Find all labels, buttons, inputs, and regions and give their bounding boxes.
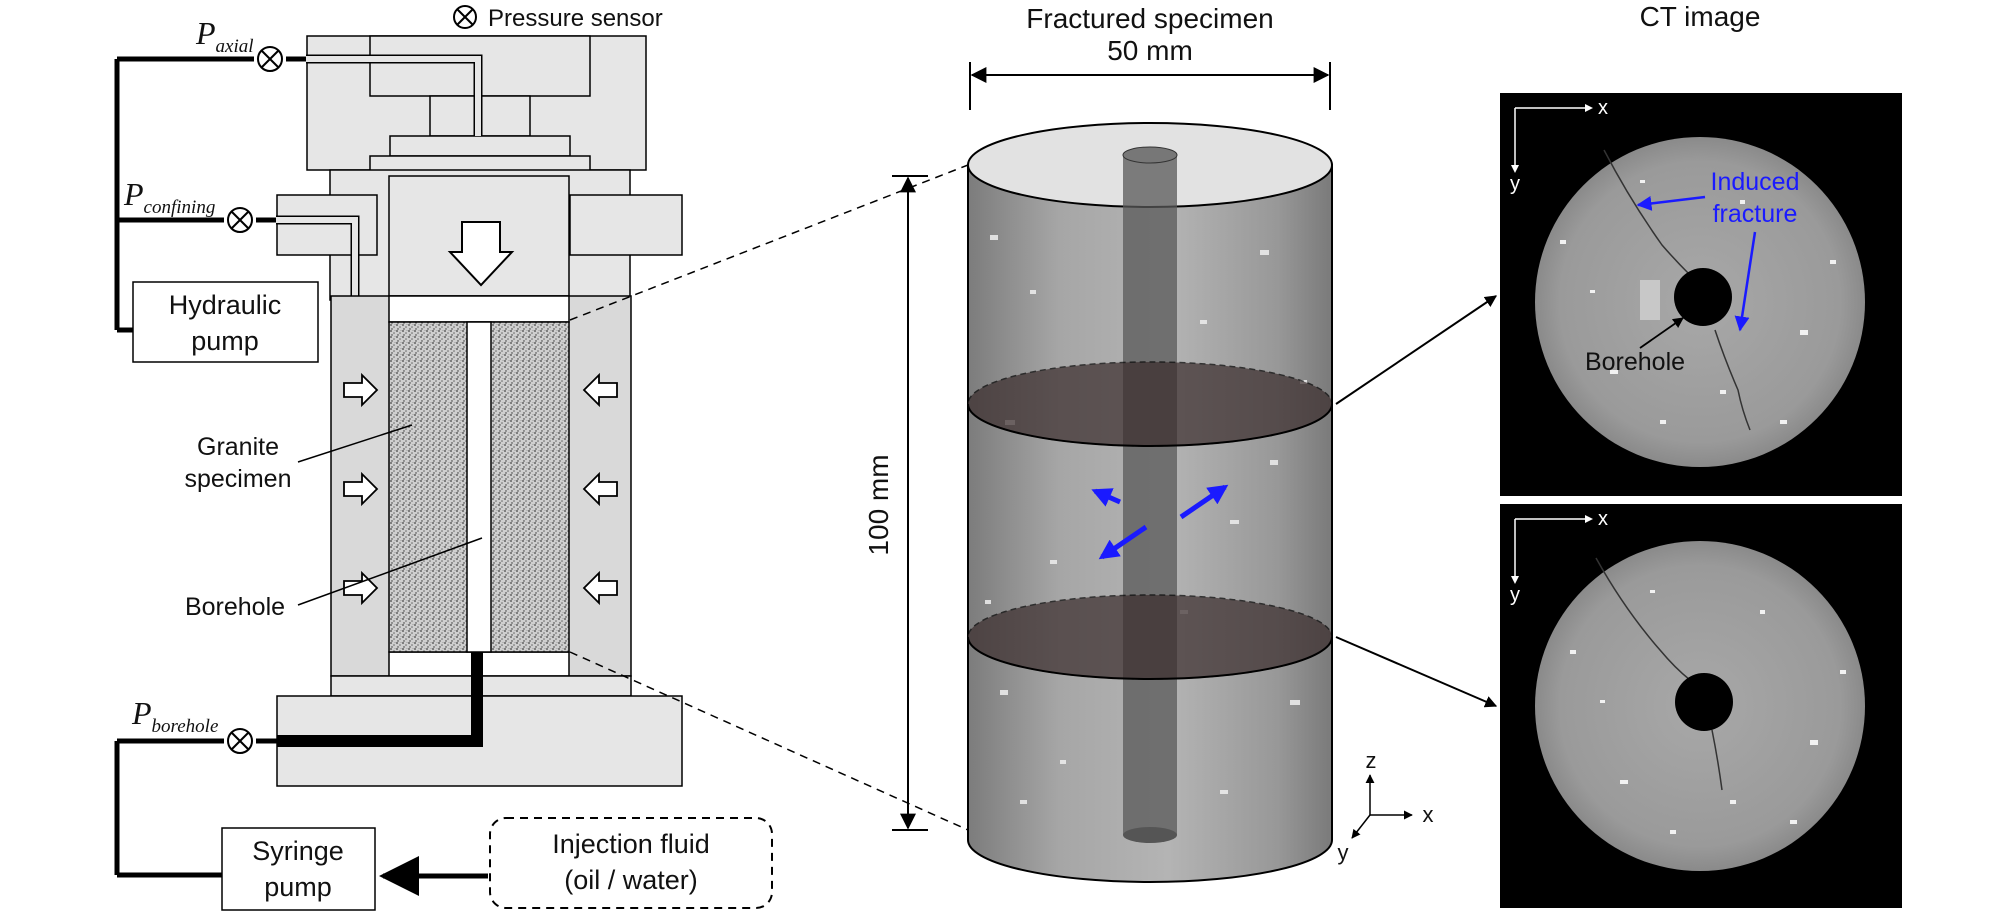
specimen-title: Fractured specimen	[1026, 3, 1273, 34]
syringe-pump-label-2: pump	[264, 872, 332, 902]
ct-borehole-label: Borehole	[1585, 348, 1685, 376]
ct-image-top: x y Induced fracture Borehole	[1500, 93, 1902, 496]
injection-fluid-label-2: (oil / water)	[564, 865, 698, 895]
width-label: 50 mm	[1107, 35, 1193, 66]
svg-text:x: x	[1423, 802, 1434, 827]
pressure-sensor-label: Pressure sensor	[488, 5, 663, 32]
injection-fluid-box	[489, 817, 773, 909]
hydraulic-pump-label-2: pump	[191, 326, 259, 356]
specimen-borehole	[1123, 155, 1177, 835]
svg-text:y: y	[1510, 584, 1520, 606]
apparatus-diagram: Pressure sensor	[114, 5, 969, 911]
specimen-axes: z x y	[1338, 748, 1434, 865]
syringe-pump-label-1: Syringe	[252, 836, 344, 866]
granite-label-1: Granite	[197, 433, 279, 461]
p-borehole-label: Pborehole	[131, 695, 218, 737]
confining-arrows	[343, 372, 618, 606]
fracture-direction-arrows	[1091, 484, 1229, 560]
hydraulic-pump-label-1: Hydraulic	[169, 290, 282, 320]
confining-pressure-sensor-icon	[227, 207, 253, 233]
injection-fluid-label-1: Injection fluid	[552, 829, 710, 859]
syringe-pump-box	[221, 827, 376, 911]
ct-image-bottom: x y	[1500, 504, 1902, 908]
svg-text:y: y	[1510, 173, 1520, 195]
ct-borehole-bottom	[1675, 673, 1733, 731]
svg-text:z: z	[1366, 748, 1377, 773]
pressure-sensor-legend: Pressure sensor	[453, 5, 663, 32]
ct-borehole-top	[1674, 268, 1732, 326]
svg-text:y: y	[1338, 840, 1349, 865]
granite-label-2: specimen	[185, 465, 292, 493]
ct-title: CT image	[1640, 1, 1761, 32]
p-axial-label: Paxial	[195, 15, 254, 57]
ct-image-panel: CT image x y Induced	[1500, 1, 1902, 908]
hydraulic-lines	[114, 56, 306, 878]
hydraulic-pump-box	[132, 281, 319, 363]
borehole-pressure-sensor-icon	[227, 728, 253, 754]
fracture-label-2: fracture	[1713, 200, 1798, 228]
axial-pressure-sensor-icon	[257, 46, 283, 72]
borehole-label: Borehole	[185, 593, 285, 621]
svg-text:x: x	[1598, 508, 1608, 530]
borehole	[466, 321, 492, 653]
p-confining-label: Pconfining	[123, 176, 215, 218]
fractured-specimen-panel: Fractured specimen 50 mm 100 mm	[863, 3, 1498, 883]
fracture-label-1: Induced	[1711, 168, 1800, 196]
svg-text:x: x	[1598, 97, 1608, 119]
axial-load-arrow	[447, 221, 515, 287]
height-label: 100 mm	[863, 454, 894, 555]
